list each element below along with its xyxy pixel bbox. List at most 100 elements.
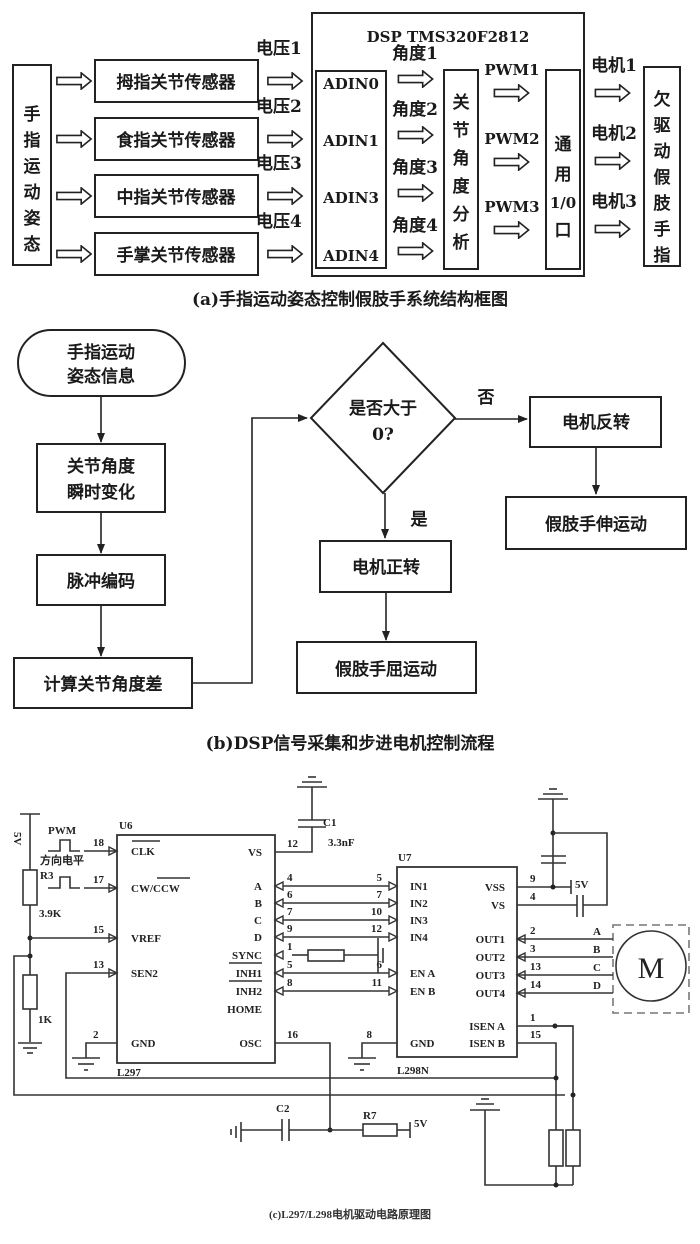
motor-label: M [638,952,665,985]
u7-pin-number: 15 [530,1029,542,1041]
u7-pin-number: 3 [530,943,536,955]
u6-pin-name: GND [131,1038,156,1050]
u6-pin-number: 9 [287,923,293,935]
flow-step-pulse-encode [36,554,166,606]
ground-icon [538,788,568,800]
ground-icon [348,1057,376,1071]
u6-pin-number: 7 [287,906,293,918]
pin-marker-icon [388,897,399,909]
finger-posture-char: 运 [24,157,41,177]
voltage-label: 电压2 [256,96,302,117]
motor-phase-label: D [593,980,601,992]
wire-long-bottom [13,955,565,1096]
sensor-label: 手掌关节传感器 [117,245,237,266]
u7-l298n-chip [396,866,518,1058]
u7-pin-number: 14 [530,979,542,991]
pin-marker-icon [388,985,399,997]
motor-arrow-icon [594,84,631,102]
sensor-label: 食指关节传感器 [117,130,237,151]
u6-pin-name: CLK [131,846,155,858]
joint-angle-analysis-char: 度 [453,176,471,197]
u6-pin-name: HOME [227,1004,262,1016]
motor-phase-label: B [593,944,601,956]
finger-posture-char: 手 [24,104,41,125]
u6-pin-number: 13 [93,959,105,971]
motor-output-label: 电机1 [591,55,637,76]
u6-pin-name: INH1 [236,968,262,980]
joint-angle-analysis-char: 分 [453,205,470,225]
flow-start-line2: 姿态信息 [67,366,135,387]
pin-marker-icon [273,897,284,909]
flow-hand-extend-label: 假肢手伸运动 [545,514,647,535]
motor-phase-label: C [593,962,601,974]
adc-block [315,70,387,269]
underactuated-finger-char: 手 [654,219,671,240]
u6-pin-number: 6 [287,889,293,901]
pwm-label: PWM [48,825,77,837]
pin-marker-icon [388,931,399,943]
voltage-arrow-icon [266,130,304,148]
u7-pin-number: 5 [377,872,383,884]
pin-marker-icon [273,985,284,997]
joint-angle-analysis-char: 节 [453,120,470,141]
direction-pulse-icon [48,876,80,889]
general-io-char: 口 [555,221,572,241]
underactuated-finger-char: 指 [654,245,671,266]
finger-posture-block [12,64,52,266]
general-io-char: 用 [555,165,572,185]
u6-pin-number: 1 [287,941,293,953]
ground-icon [297,776,327,788]
finger-posture-char: 态 [24,234,41,255]
pin-marker-icon [388,967,399,979]
wire [553,832,608,906]
u7-pin-name: IN4 [410,932,428,944]
voltage-arrow-icon [266,187,304,205]
u6-pin-name: OSC [239,1038,262,1050]
finger-posture-char: 姿 [24,208,41,229]
u6-pin-number: 2 [93,1029,99,1041]
flow-motor-reverse [529,396,662,448]
sensor-block [94,232,259,276]
pwm-label: PWM2 [484,130,539,148]
input-arrow-icon [55,245,93,263]
joint-angle-analysis-char: 析 [453,232,470,253]
junction [553,1075,559,1081]
adc-pin-label: ADIN0 [322,75,379,93]
flow-motor-reverse-label: 电机反转 [562,412,630,433]
motor-arrow-icon [594,220,631,238]
flow-yes-label: 是 [411,510,428,530]
wire-isen-b [517,1042,557,1130]
motor-output-label: 电机2 [591,123,637,144]
u6-pin-name: C [254,915,262,927]
wire-osc [275,1042,331,1130]
flow-step-angle-diff [13,657,193,709]
u6-pin-name: VREF [131,933,161,945]
u7-pin-number: 6 [377,959,383,971]
wire-gnd-u6 [85,1042,117,1058]
flow-decision [309,341,457,495]
u6-pin-name: VS [248,847,262,859]
angle-label: 角度3 [392,157,438,178]
pin-marker-icon [388,880,399,892]
flow-step1-line2: 瞬时变化 [67,482,135,503]
u7-pin-number: 4 [530,891,536,903]
c2-label: C2 [276,1103,290,1115]
u6-pin-number: 15 [93,924,105,936]
u7-pin-name: EN A [410,968,435,980]
u7-pin-name: IN1 [410,881,428,893]
motor-enclosure [612,924,690,1014]
u6-pin-name: SEN2 [131,968,158,980]
pin-marker-icon [273,949,284,961]
junction [550,884,556,890]
input-arrow-icon [55,187,93,205]
u6-pin-number: 5 [287,959,293,971]
joint-angle-analysis-char: 角 [453,148,470,169]
resistor-sync [307,949,345,962]
pin-marker-icon [273,931,284,943]
motor-phase-label: A [593,926,601,938]
u7-ref: U7 [398,852,412,864]
r3-value: 3.9K [39,908,62,920]
flow-no-label: 否 [477,388,495,408]
u7-pin-number: 13 [530,961,542,973]
